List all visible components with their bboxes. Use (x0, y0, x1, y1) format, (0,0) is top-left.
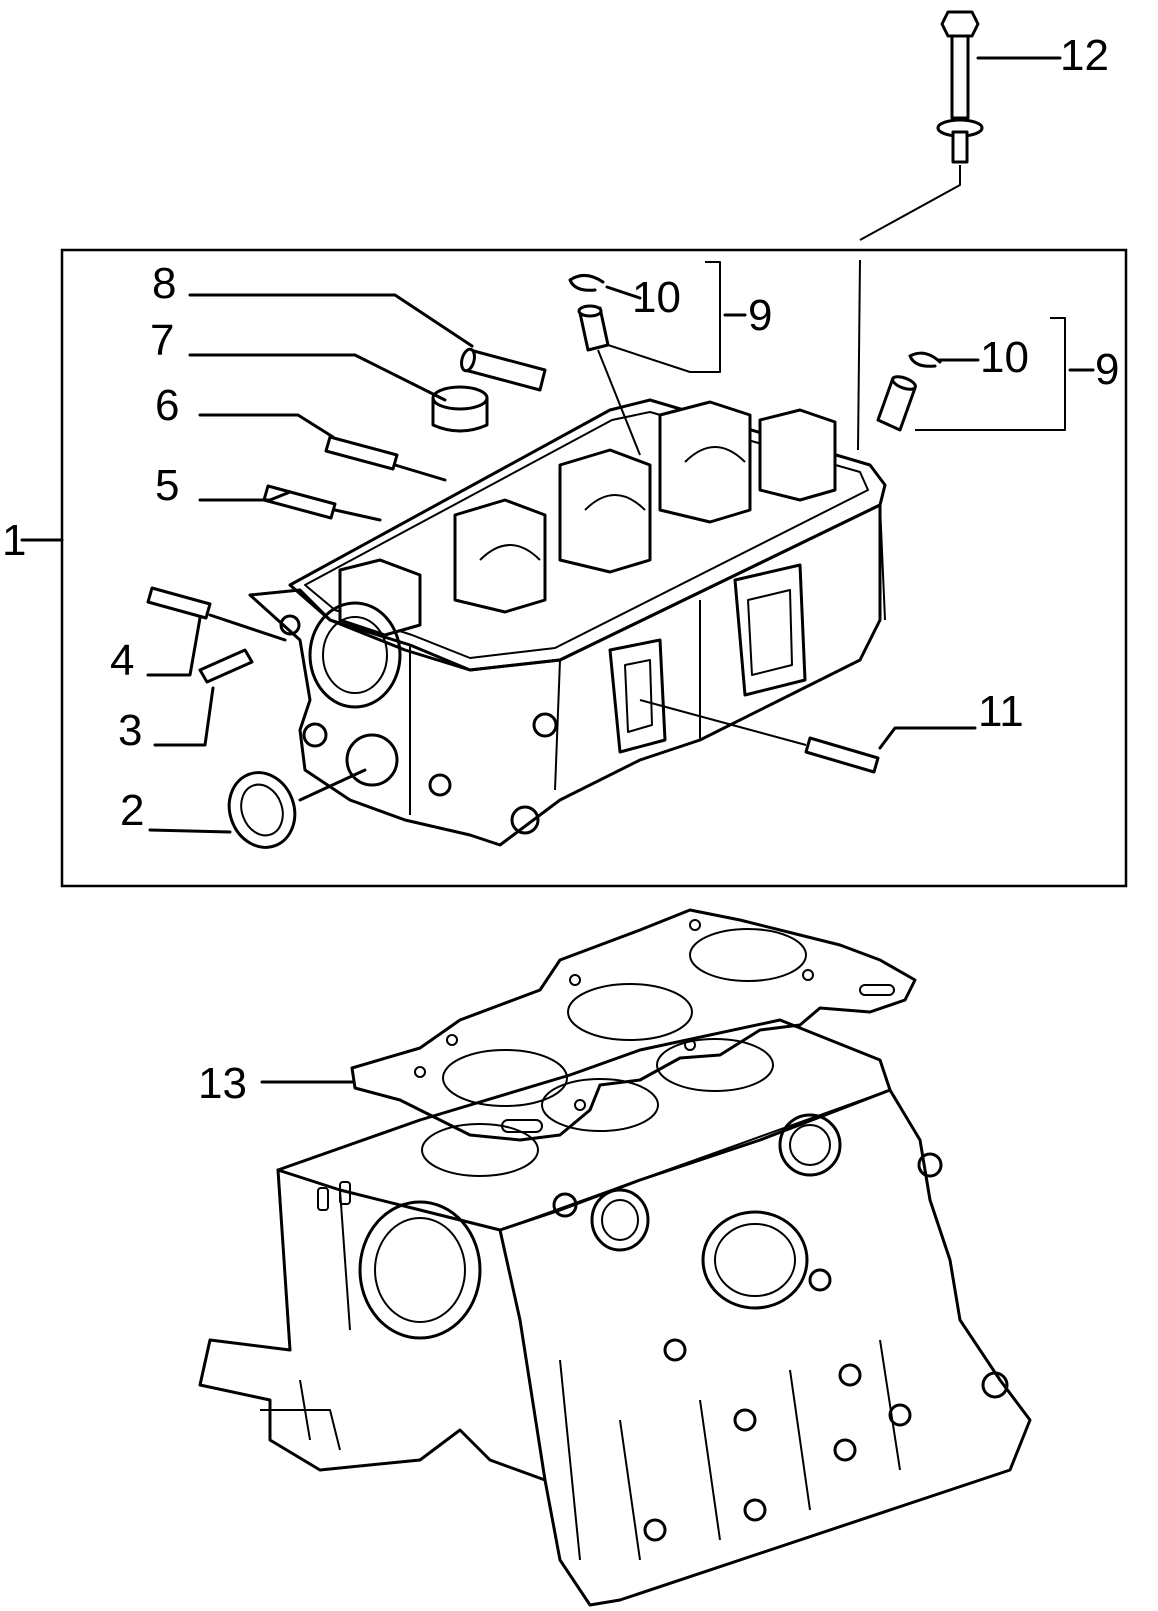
callout-10-right: 10 (980, 333, 1029, 382)
oil-seal (227, 771, 297, 849)
valve-guide-left (577, 304, 641, 456)
callout-9-right: 9 (1095, 345, 1119, 394)
callout-10-left: 10 (632, 273, 681, 322)
callout-12: 12 (1060, 31, 1109, 80)
callout-7: 7 (150, 316, 174, 365)
leader-lines (20, 56, 1095, 1084)
callout-3: 3 (118, 706, 142, 755)
callout-labels: 1 2 3 4 5 6 7 8 10 9 10 9 11 12 13 (2, 31, 1119, 1108)
callout-11: 11 (978, 687, 1024, 736)
engine-block (198, 1018, 1032, 1607)
callout-5: 5 (155, 461, 179, 510)
callout-13: 13 (198, 1059, 247, 1108)
callout-2: 2 (120, 786, 144, 835)
callout-6: 6 (155, 381, 179, 430)
stud-3 (198, 648, 254, 684)
head-gasket (350, 908, 917, 1142)
hydraulic-tappet (460, 347, 547, 392)
circlip-right (908, 351, 942, 368)
stud-5 (262, 484, 337, 520)
circlip-left (568, 274, 605, 292)
head-bolt (859, 10, 984, 241)
stud-11 (804, 736, 880, 774)
callout-1: 1 (2, 516, 26, 565)
valve-guide-right (876, 375, 917, 432)
stud-4 (146, 586, 212, 620)
bush (431, 385, 489, 433)
callout-4: 4 (110, 636, 134, 685)
cylinder-head-group-frame (60, 248, 1128, 888)
callout-8: 8 (152, 259, 176, 308)
cylinder-head (248, 398, 887, 847)
stud-6 (324, 435, 399, 471)
callout-9-left: 9 (748, 291, 772, 340)
